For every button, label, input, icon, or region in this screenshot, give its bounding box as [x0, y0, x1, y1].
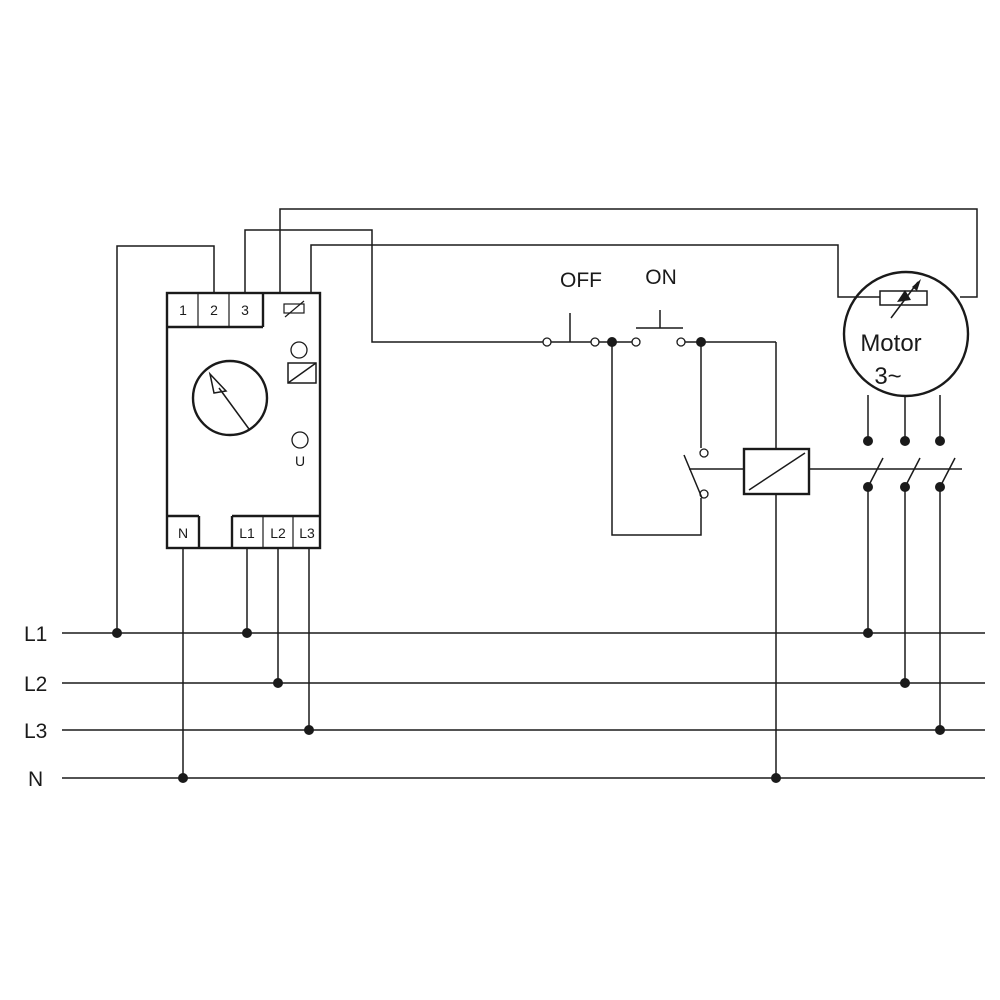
bus-label-n: N	[28, 768, 43, 791]
control-circuit: OFF ON	[542, 266, 776, 536]
contact-blade-3	[939, 457, 956, 488]
on-button-icon	[631, 310, 686, 347]
motor: Motor 3~	[842, 270, 970, 398]
motor-thermistor-icon	[879, 279, 928, 319]
off-button-icon	[542, 313, 600, 347]
relay-coil-icon	[287, 362, 317, 384]
wire-terminal-3-to-off	[244, 229, 545, 343]
main-contacts	[863, 395, 956, 730]
terminal-l3: L3	[299, 525, 315, 541]
holding-contact-icon	[683, 448, 744, 499]
bus-junctions	[112, 628, 945, 783]
terminal-1: 1	[179, 302, 187, 318]
control-wires	[244, 208, 978, 343]
monitoring-relay: 1 2 3 U N L1 L2 L3	[165, 291, 322, 550]
contactor	[742, 342, 962, 778]
bus-label-l3: L3	[24, 720, 47, 743]
wire-terminal-1-to-l1	[116, 245, 215, 633]
motor-phase: 3~	[874, 363, 901, 390]
terminal-n: N	[178, 525, 188, 541]
terminal-3: 3	[241, 302, 249, 318]
terminal-2: 2	[210, 302, 218, 318]
led-indicator-relay	[290, 341, 308, 359]
adjustment-dial-icon	[191, 359, 269, 437]
supply-bus: L1 L2 L3 N	[24, 623, 985, 791]
contact-blade-1	[867, 457, 884, 488]
motor-name: Motor	[860, 330, 921, 357]
holding-branch-wire	[611, 342, 702, 536]
thermistor-terminal-icon	[283, 300, 305, 318]
bus-label-l1: L1	[24, 623, 47, 646]
bus-label-l2: L2	[24, 673, 47, 696]
relay-supply-wires	[116, 245, 310, 778]
motor-circle-icon	[842, 270, 970, 398]
wire-thermistor-a	[279, 208, 978, 298]
contact-blade-2	[904, 457, 921, 488]
led-indicator-u	[291, 431, 309, 449]
off-label: OFF	[560, 269, 602, 292]
led-u-label: U	[295, 453, 305, 469]
on-label: ON	[645, 266, 677, 289]
wire-thermistor-b	[310, 244, 880, 298]
terminal-l2: L2	[270, 525, 286, 541]
terminal-l1: L1	[239, 525, 255, 541]
